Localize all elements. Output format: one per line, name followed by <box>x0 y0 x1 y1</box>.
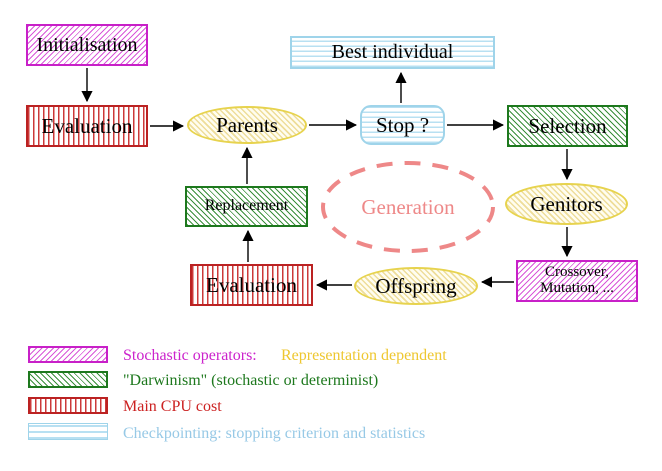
node-evaluation-top-label: Evaluation <box>41 113 133 138</box>
node-replacement: Replacement <box>185 186 308 227</box>
node-replacement-label: Replacement <box>204 197 289 215</box>
generation-dashed-ellipse <box>321 161 495 253</box>
node-crossover-line2: Mutation, ... <box>540 280 614 296</box>
legend-label-main-cpu-cost: Main CPU cost <box>123 398 222 415</box>
node-offspring: Offspring <box>354 267 478 305</box>
node-evaluation-bottom-label: Evaluation <box>206 272 297 297</box>
node-selection-label: Selection <box>528 113 607 138</box>
node-genitors-label: Genitors <box>530 191 603 216</box>
node-crossover-line1: Crossover, <box>545 264 609 281</box>
node-initialisation-label: Initialisation <box>36 33 138 56</box>
node-offspring-label: Offspring <box>375 273 457 298</box>
legend-label-representation-dependent: Representation dependent <box>281 347 447 364</box>
legend-label-checkpointing: Checkpointing: stopping criterion and st… <box>123 425 426 442</box>
legend-label-darwinism: "Darwinism" (stochastic or determinist) <box>123 372 379 389</box>
node-generation-label: Generation <box>361 195 455 219</box>
node-stop-label: Stop ? <box>375 112 430 137</box>
node-parents-label: Parents <box>216 112 278 137</box>
node-best-individual: Best individual <box>290 36 495 69</box>
node-crossover-mutation: Crossover, Mutation, ... <box>516 260 638 302</box>
node-evaluation-top: Evaluation <box>26 105 148 147</box>
legend-swatch-checkpointing <box>28 423 108 440</box>
node-best-individual-label: Best individual <box>331 41 454 63</box>
node-parents: Parents <box>187 106 307 144</box>
node-initialisation: Initialisation <box>26 24 148 66</box>
node-stop: Stop ? <box>360 105 445 145</box>
node-evaluation-bottom: Evaluation <box>190 264 313 306</box>
node-selection: Selection <box>507 105 628 147</box>
legend-label-stochastic-operators: Stochastic operators: <box>123 347 257 364</box>
node-genitors: Genitors <box>505 183 628 225</box>
legend-swatch-stochastic-operators <box>28 346 108 363</box>
legend-swatch-darwinism <box>28 371 108 388</box>
legend-swatch-main-cpu-cost <box>28 397 108 414</box>
